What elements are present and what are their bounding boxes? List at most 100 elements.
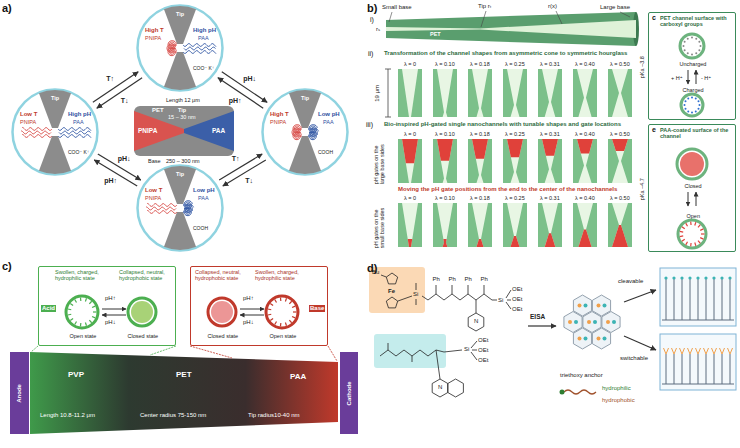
pore-surface	[690, 278, 691, 320]
pore-surface	[722, 278, 723, 320]
material-name: PET	[176, 370, 192, 379]
channel-shapes	[573, 139, 597, 183]
part-name: Tip	[178, 107, 186, 113]
state-circle-outline	[183, 51, 216, 54]
nanochannel-tube	[31, 346, 38, 352]
heading: Transformation of the channel shapes fro…	[384, 50, 627, 57]
chemical-structure	[369, 267, 511, 397]
channel-shapes	[398, 139, 422, 183]
channel-shapes	[503, 203, 527, 247]
state-label: Closed state	[208, 333, 239, 339]
dimension: Length 12 μm	[166, 97, 200, 103]
polymer-name: PAA	[73, 119, 84, 125]
channel-cross-section	[240, 309, 264, 310]
sub-panel-number: iii)	[366, 121, 373, 129]
dimension: Length 10.8-11.2 μm	[40, 412, 95, 419]
state-circle: Low TPNIPATipLow pHPAACOOH	[136, 164, 224, 252]
state-circle-outline	[146, 164, 198, 252]
channel-cross-section	[289, 301, 291, 304]
lambda-value: λ = 0.10	[435, 195, 455, 201]
part-name: Large base	[600, 4, 630, 11]
heading: PET channel surface with carboxyl groups	[660, 15, 734, 28]
chemical-structure	[436, 285, 437, 294]
cone-channel	[386, 12, 636, 46]
chemical-structure	[436, 350, 440, 379]
pore-surface	[662, 320, 734, 321]
polymer-name: PNIPA	[145, 195, 161, 201]
channel-cross-section	[89, 301, 91, 304]
edge-label: pH↓	[242, 75, 257, 83]
state-circle: High TPNIPATipHigh pHPAACOO⁻ K⁺	[136, 4, 224, 92]
state-label: Uncharged	[680, 61, 707, 67]
channel-cross-section	[268, 314, 271, 316]
polymer-name: PNIPA	[138, 127, 157, 134]
channel-shapes	[503, 139, 527, 183]
channel-cross-section	[698, 49, 700, 51]
pore-surface	[674, 354, 675, 384]
channel-cross-section	[85, 298, 86, 301]
tip-label: Tip	[51, 95, 59, 101]
state-description: Swollen, charged, hydrophilic state	[255, 269, 309, 282]
channel-shapes	[408, 239, 413, 247]
pore-surface	[730, 278, 731, 320]
transition-arrow	[93, 72, 138, 102]
state-circle: High TPNIPATipLow pHPAACOOH	[261, 88, 349, 176]
pore-surface	[664, 276, 667, 279]
channel-cross-section	[70, 303, 73, 305]
cone-channel	[389, 12, 392, 22]
channel-cross-section	[698, 241, 700, 244]
channel-shapes	[507, 69, 523, 117]
channel-shapes	[542, 139, 558, 156]
channel-shapes	[577, 139, 593, 183]
channel-shapes	[398, 69, 632, 247]
channel-cross-section	[292, 316, 295, 317]
ph-state: High pH	[193, 27, 216, 34]
state-circle-outline	[162, 52, 198, 92]
part-name: Base	[148, 158, 161, 164]
state-circle-outline	[184, 47, 216, 50]
sub-panel-number: ii)	[368, 50, 373, 58]
chemical-structure	[476, 300, 477, 313]
channel-cross-section	[677, 149, 707, 179]
mesostructure	[573, 295, 591, 316]
nanochannel-tube	[150, 346, 176, 355]
channel-shapes	[402, 69, 418, 117]
lambda-value: λ = 0.18	[470, 61, 490, 67]
channel-shapes	[538, 69, 562, 117]
mesostructure	[593, 320, 597, 324]
scale-bracket	[388, 69, 389, 117]
pore-surface	[714, 278, 715, 320]
channel-cross-section	[685, 100, 687, 102]
surfactant-molecule	[560, 390, 597, 395]
channel-cross-section	[691, 37, 693, 39]
chemical-structure	[432, 379, 448, 397]
chemical-structure	[468, 285, 469, 294]
dimension: 19 μm	[373, 85, 380, 102]
channel-shapes	[612, 225, 628, 247]
symbol: r(x)	[548, 3, 557, 10]
channel-cross-section	[102, 315, 126, 316]
pore-surface	[660, 268, 736, 390]
state-label: Charged	[683, 87, 704, 93]
channel-cross-section	[687, 98, 689, 100]
mesostructure	[597, 337, 601, 341]
channel-cross-section	[680, 34, 704, 58]
dimension: Center radius 75-150 nm	[140, 412, 206, 419]
channel-cross-section	[268, 308, 271, 310]
channel-cross-section	[688, 70, 689, 84]
mesostructure	[603, 337, 607, 341]
lambda-value: λ = 0.40	[575, 195, 595, 201]
state-circle-outline	[146, 207, 176, 210]
lambda-value: λ = 0	[404, 61, 416, 67]
state-circle-outline	[58, 128, 91, 131]
gate-state-box: AcidSwollen, charged, hydrophilic stateC…	[38, 266, 176, 346]
channel-shapes	[577, 69, 593, 117]
channel-cross-section	[690, 243, 692, 246]
chemical-structure	[471, 341, 477, 348]
channel-cross-section	[687, 38, 689, 40]
transition-arrow	[97, 78, 142, 108]
state-circle-outline	[162, 4, 216, 92]
channel-cross-section	[700, 238, 703, 239]
